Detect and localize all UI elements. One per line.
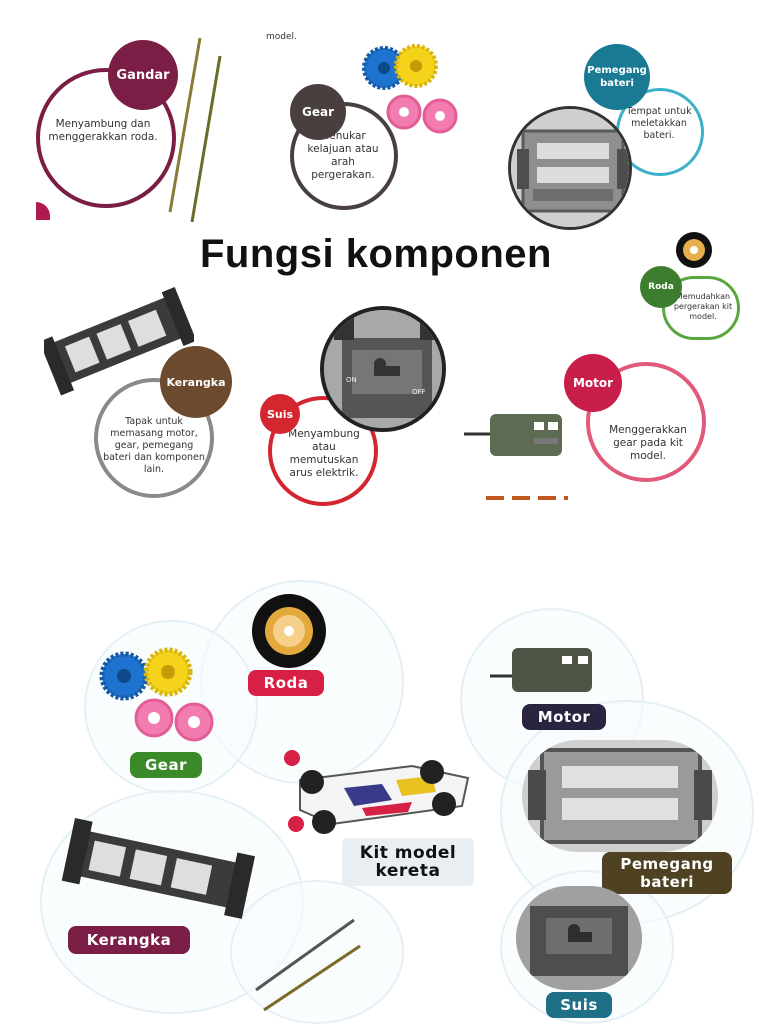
battery-holder-image xyxy=(511,109,629,227)
label-roda: Roda xyxy=(248,670,324,696)
motor-panel: Menggerakkan gear pada kit model. Motor xyxy=(464,352,720,502)
switch-bottom-image xyxy=(516,886,642,990)
suis-desc: Menyambung atau memutuskan arus elektrik… xyxy=(288,428,360,479)
battery-holder-bottom-image xyxy=(522,740,718,852)
motor-bottom-image xyxy=(490,648,592,692)
gandar-corner-mark xyxy=(36,202,50,220)
pemegang-bateri-desc: Tempat untuk meletakkan bateri. xyxy=(626,106,692,141)
switch-on-mark: ON xyxy=(346,376,357,384)
gears-image xyxy=(362,44,458,134)
label-suis: Suis xyxy=(546,992,612,1018)
gears-bottom-image xyxy=(99,647,214,742)
battery-holder-bottom-image-frame xyxy=(522,740,718,852)
axle-bottom-image xyxy=(255,918,361,1012)
gandar-panel: Menyambung dan menggerakkan roda. Gandar xyxy=(36,36,236,222)
kerangka-panel: Tapak untuk memasang motor, gear, pemega… xyxy=(44,284,244,510)
switch-bottom-image-frame xyxy=(516,886,642,990)
kerangka-badge: Kerangka xyxy=(160,346,232,418)
switch-image: ON OFF xyxy=(324,310,442,428)
label-motor: Motor xyxy=(522,704,606,730)
switch-image-frame: ON OFF xyxy=(320,306,446,432)
motor-image xyxy=(464,414,562,456)
chassis-bottom-image xyxy=(61,818,256,919)
label-gear: Gear xyxy=(130,752,202,778)
gandar-badge: Gandar xyxy=(108,40,178,110)
battery-holder-image-frame xyxy=(508,106,632,230)
wheel-small-image xyxy=(676,232,712,268)
wheel-image xyxy=(252,594,326,668)
pemegang-bateri-desc-ring xyxy=(616,88,704,176)
motor-bottom-stripe xyxy=(486,496,568,500)
chassis-image xyxy=(44,286,194,396)
kerangka-desc: Tapak untuk memasang motor, gear, pemega… xyxy=(103,416,205,475)
bg-bubble-6 xyxy=(230,880,404,1024)
page-title: Fungsi komponen xyxy=(200,232,552,276)
pemegang-bateri-badge: Pemegang bateri xyxy=(584,44,650,110)
roda-badge: Roda xyxy=(640,266,682,308)
suis-badge: Suis xyxy=(260,394,300,434)
gear-panel: Menukar kelajuan atau arah pergerakan. G… xyxy=(288,36,488,222)
label-pemegang-bateri: Pemegang bateri xyxy=(602,852,732,894)
top-fragment-text: model. xyxy=(266,32,297,42)
motor-desc: Menggerakkan gear pada kit model. xyxy=(609,424,687,462)
roda-desc: Memudahkan pergerakan kit model. xyxy=(673,292,733,321)
motor-badge: Motor xyxy=(564,354,622,412)
label-kerangka: Kerangka xyxy=(68,926,190,954)
suis-panel: Menyambung atau memutuskan arus elektrik… xyxy=(260,306,460,512)
switch-off-mark: OFF xyxy=(412,388,426,396)
race-car-image xyxy=(284,750,470,834)
pemegang-bateri-panel: Tempat untuk meletakkan bateri. Pemegang… xyxy=(508,36,708,230)
gandar-rods-image xyxy=(168,37,222,222)
roda-panel: Memudahkan pergerakan kit model. Roda xyxy=(630,226,750,346)
label-kit-model-kereta: Kit model kereta xyxy=(342,838,474,886)
gandar-desc: Menyambung dan menggerakkan roda. xyxy=(48,118,158,143)
gear-badge: Gear xyxy=(290,84,346,140)
